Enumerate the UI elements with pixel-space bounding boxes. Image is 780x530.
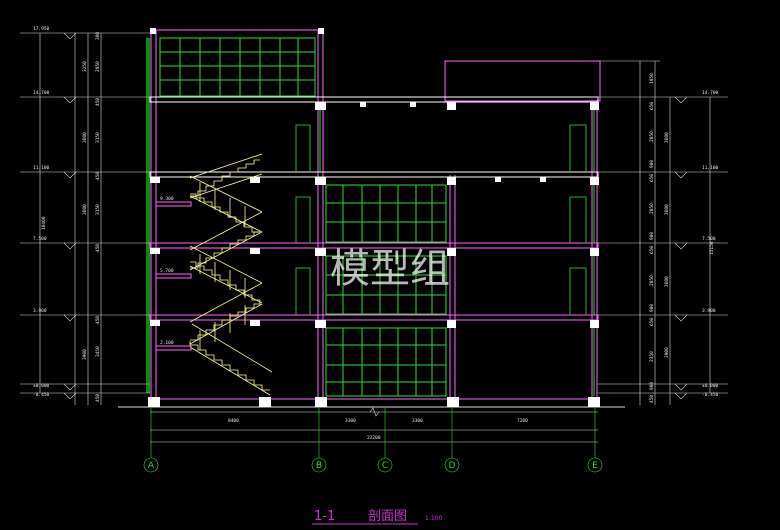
floor-slabs <box>148 28 600 407</box>
axis-label-b: B <box>316 461 322 471</box>
dim-segment: 3900 <box>664 347 670 358</box>
dim-detail: 450 <box>649 395 655 403</box>
stair-landings <box>155 201 192 351</box>
dim-detail: 650 <box>649 102 655 110</box>
stair-level-label: 5.700 <box>160 268 174 274</box>
dim-detail: 2350 <box>649 351 655 362</box>
curtain-wall-glazing <box>325 184 447 397</box>
drawing-title: 剖面图 <box>368 509 407 524</box>
dim-detail: 450 <box>95 98 101 106</box>
level-label: 14.700 <box>702 90 719 96</box>
level-label: 14.700 <box>33 90 50 96</box>
dim-detail: 3150 <box>95 204 101 215</box>
dim-detail: 2050 <box>649 275 655 286</box>
level-label: 11.100 <box>33 165 50 171</box>
stair-level-label: 9.300 <box>160 196 174 202</box>
left-wall-section <box>146 38 150 393</box>
bottom-dimension-lines <box>150 407 598 443</box>
dim-segment: 3600 <box>82 132 88 143</box>
dim-segment: 3600 <box>664 204 670 215</box>
dim-detail: 900 <box>649 160 655 168</box>
dim-detail: 1950 <box>649 73 655 84</box>
dim-detail: 650 <box>649 246 655 254</box>
dim-detail: 900 <box>649 232 655 240</box>
interior-doors <box>295 124 587 315</box>
dim-segment: 3600 <box>82 204 88 215</box>
right-wall-glazing <box>319 110 595 396</box>
dim-segment: 3250 <box>82 61 88 72</box>
level-label: -0.450 <box>33 392 50 398</box>
level-label: 7.500 <box>33 236 47 242</box>
span-dim: 3300 <box>345 418 356 424</box>
dim-detail: 2050 <box>649 131 655 142</box>
stair-level-label: 2.100 <box>160 340 174 346</box>
dim-detail: 650 <box>649 318 655 326</box>
level-label: 3.900 <box>702 308 716 314</box>
stair-flights <box>189 153 273 396</box>
stair-tower-glazing <box>159 37 316 97</box>
dim-detail: 900 <box>649 304 655 312</box>
dim-detail: 450 <box>95 394 101 402</box>
dim-detail: 650 <box>649 174 655 182</box>
level-label: 7.500 <box>702 236 716 242</box>
dim-detail: 450 <box>95 244 101 252</box>
dim-detail: 2950 <box>95 61 101 72</box>
axis-label-c: C <box>382 461 388 471</box>
axis-grid-lines <box>143 408 603 473</box>
dim-detail: 2050 <box>649 203 655 214</box>
span-dim: 7200 <box>517 418 528 424</box>
span-dim: 8400 <box>228 418 239 424</box>
level-label: 17.950 <box>33 26 50 32</box>
dim-segment: 3600 <box>664 276 670 287</box>
level-label: 11.100 <box>702 165 719 171</box>
dim-detail: 450 <box>95 172 101 180</box>
left-dimension-lines <box>20 32 150 405</box>
building-walls <box>150 29 601 399</box>
drawing-scale: 1:100 <box>425 515 442 522</box>
level-label: ±0.000 <box>702 383 719 389</box>
level-label: -0.450 <box>702 392 719 398</box>
axis-label-a: A <box>148 461 155 471</box>
right-dimension-lines <box>598 60 728 405</box>
dim-total: 15150 <box>709 241 715 255</box>
level-label: 3.900 <box>33 308 47 314</box>
watermark-text: 模型组 <box>330 246 450 292</box>
dim-detail: 450 <box>95 316 101 324</box>
dim-segment: 3900 <box>82 349 88 360</box>
dim-detail: 300 <box>95 32 101 40</box>
dim-detail: 900 <box>649 382 655 390</box>
dim-detail: 3150 <box>95 132 101 143</box>
axis-label-e: E <box>592 461 598 471</box>
dim-segment: 3600 <box>664 132 670 143</box>
span-total: 22200 <box>367 435 381 441</box>
level-label: ±0.000 <box>33 383 50 389</box>
axis-label-d: D <box>449 461 456 471</box>
dim-total: 18400 <box>41 216 47 230</box>
dim-detail: 3450 <box>95 346 101 357</box>
span-dim: 3300 <box>412 418 423 424</box>
drawing-number: 1-1 <box>314 509 335 524</box>
